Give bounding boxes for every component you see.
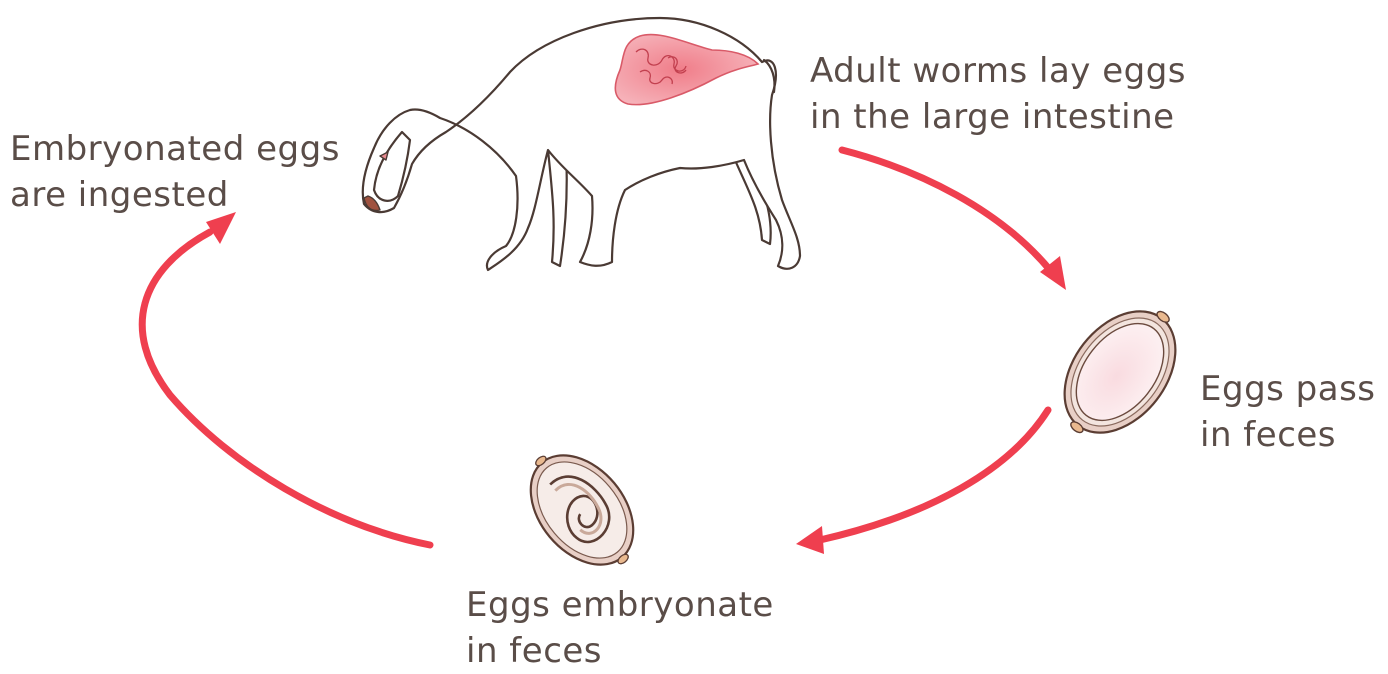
embryonated-egg-icon bbox=[506, 431, 657, 588]
label-eggs-pass: Eggs pass in feces bbox=[1200, 366, 1376, 458]
arrow-embryonate-to-ingested bbox=[142, 232, 430, 545]
label-eggs-pass-line2: in feces bbox=[1200, 412, 1376, 458]
label-eggs-ingested-line2: are ingested bbox=[10, 172, 340, 218]
arrowhead-2 bbox=[796, 526, 824, 554]
label-eggs-ingested-line1: Embryonated eggs bbox=[10, 126, 340, 172]
label-adult-worms-line2: in the large intestine bbox=[810, 94, 1186, 140]
arrow-adult-to-feces bbox=[842, 150, 1050, 270]
label-eggs-ingested: Embryonated eggs are ingested bbox=[10, 126, 340, 218]
label-adult-worms: Adult worms lay eggs in the large intest… bbox=[810, 48, 1186, 140]
label-adult-worms-line1: Adult worms lay eggs bbox=[810, 48, 1186, 94]
arrow-feces-to-embryonate bbox=[820, 410, 1048, 540]
label-eggs-embryonate-line1: Eggs embryonate bbox=[466, 582, 774, 628]
label-eggs-embryonate-line2: in feces bbox=[466, 628, 774, 674]
label-eggs-embryonate: Eggs embryonate in feces bbox=[466, 582, 774, 674]
label-eggs-pass-line1: Eggs pass bbox=[1200, 366, 1376, 412]
unembryonated-egg-icon bbox=[1038, 285, 1202, 458]
